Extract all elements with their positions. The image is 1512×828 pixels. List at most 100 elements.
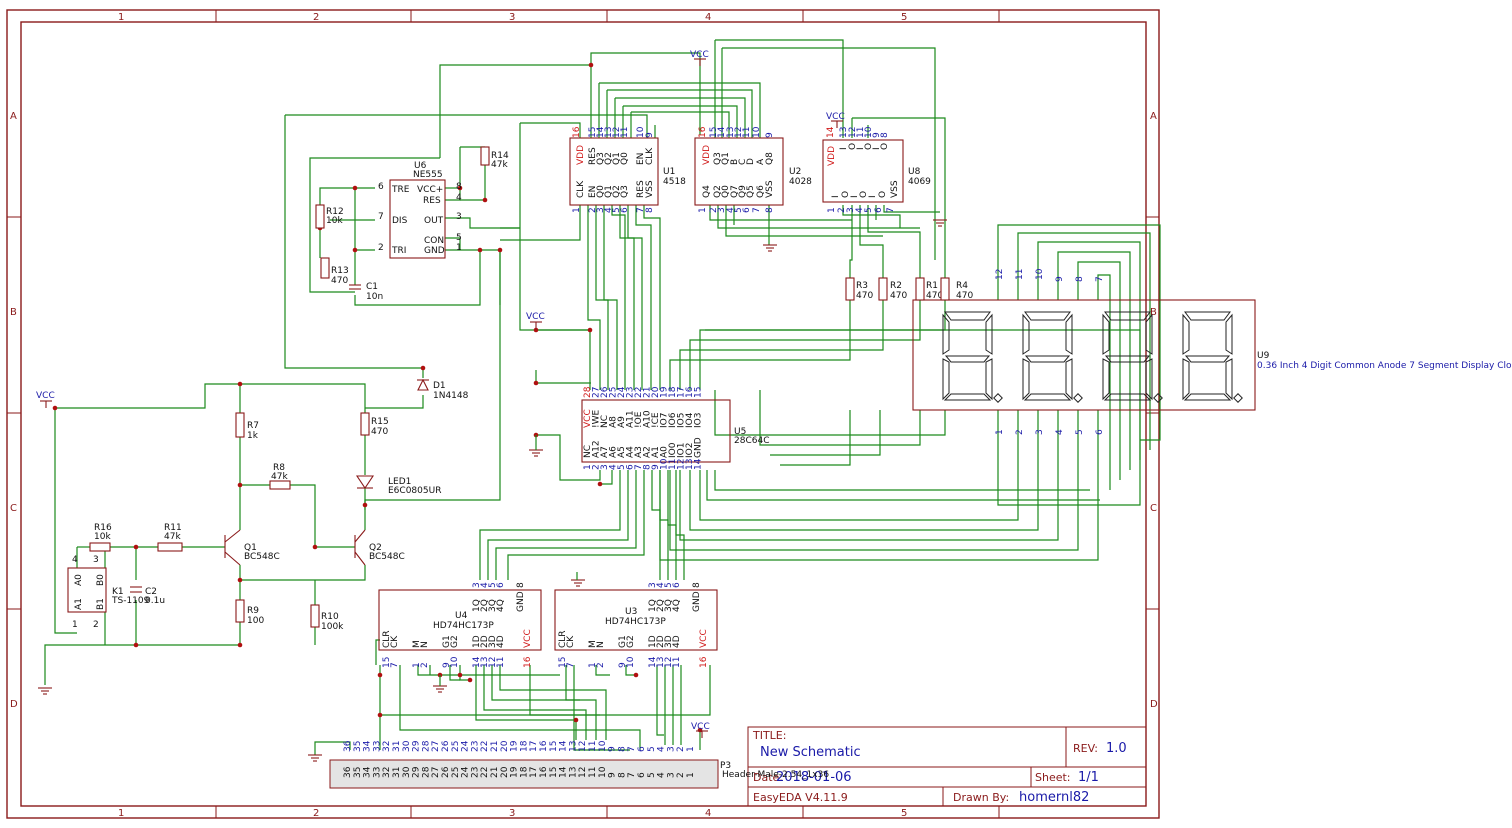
u2-pin: A	[756, 158, 766, 165]
seven-segment-digit-1	[942, 311, 1003, 403]
u8-ref: U8	[908, 167, 921, 177]
p3-pin-label: 14	[559, 766, 569, 778]
u3-pin: N	[596, 641, 606, 648]
u1-pin-num: 3	[596, 207, 606, 213]
u2-pin: VDD	[702, 145, 712, 165]
resistor-r2: R2 470	[878, 277, 907, 301]
u4-pin: 4Q	[496, 599, 506, 612]
p3-pin-num: 30	[402, 740, 412, 752]
u4-pin: 3D	[488, 635, 498, 648]
u4-pin: N	[420, 641, 430, 648]
u6-pin-num: 7	[378, 212, 384, 222]
vcc-symbol: VCC	[691, 722, 710, 738]
u5-pin-num: 20	[651, 386, 661, 398]
u1-pin-num: 16	[572, 126, 582, 138]
led1-value: E6C0805UR	[388, 486, 441, 496]
u4-pin: 1Q	[472, 599, 482, 612]
u8-pin: O	[841, 191, 851, 198]
u5-pin: !WE	[592, 409, 602, 428]
u5-pin-num: 22	[634, 387, 644, 398]
p3-pin-num: 4	[657, 746, 667, 752]
u5-pin: A7	[600, 446, 610, 458]
u5-pin-num: 11	[668, 459, 678, 470]
u3-pin-num: 6	[672, 582, 682, 588]
p3-pin-num: 29	[412, 740, 422, 752]
u4-ref: U4	[455, 611, 468, 621]
u5-pin: A12	[592, 440, 602, 458]
u9-pin-num: 4	[1055, 429, 1065, 435]
r15-ref: R15	[371, 417, 389, 427]
u8-pin: I	[856, 147, 866, 150]
u5-pin: IO6	[668, 412, 678, 428]
u1-pin-num: 9	[645, 132, 655, 138]
u9-pin-num: 5	[1075, 429, 1085, 435]
title-block: TITLE: New Schematic REV: 1.0 Date: 2018…	[747, 726, 1147, 807]
col-number: 2	[313, 808, 319, 819]
r13-value: 470	[331, 276, 348, 286]
sheet-value: 1/1	[1078, 770, 1099, 785]
p3-pin-num: 31	[392, 741, 402, 752]
u4-pin: G2	[450, 635, 460, 648]
vcc-symbol: VCC	[526, 312, 545, 330]
u6-pin-tri: TRI	[391, 246, 406, 256]
u3-pin-num: 8	[692, 582, 702, 588]
u2-pin-num: 7	[752, 207, 762, 213]
u5-value: 28C64C	[734, 436, 769, 446]
date-value: 2018-01-06	[776, 770, 852, 785]
u5-pin: IO5	[677, 413, 687, 428]
u5-pin: A1	[651, 446, 661, 458]
u1-pin: CLK	[576, 180, 586, 198]
p3-pin-num: 25	[451, 741, 461, 752]
u4-pin: 2Q	[480, 599, 490, 612]
u3-pin-num: 2	[596, 662, 606, 668]
col-number: 3	[509, 12, 515, 23]
u1-pin-num: 15	[588, 127, 598, 138]
resistor-r1: R1 470	[915, 277, 943, 301]
u9-bottom-pin-numbers: 1 2 3 4 5 6	[995, 429, 1105, 435]
u3-pin: M	[588, 640, 598, 648]
p3-pin-num: 18	[519, 740, 529, 752]
u8-pin: I	[872, 147, 882, 150]
u5-pin: A3	[634, 446, 644, 458]
r10-value: 100k	[321, 622, 344, 632]
u5-pin-num: 14	[694, 458, 704, 470]
u5-pin-num: 25	[609, 387, 619, 398]
u8-pin-num: 13	[839, 127, 849, 138]
u3-pin-num: 1	[588, 662, 598, 668]
p3-pin-label: 2	[676, 772, 686, 778]
u4-pin-num: 14	[472, 656, 482, 668]
u9-pin-num: 11	[1015, 269, 1025, 280]
p3-pin-num: 11	[588, 741, 598, 752]
resistor-r12: R12 10k	[315, 204, 344, 229]
u5-pin: A5	[617, 446, 627, 458]
u9-ref: U9	[1257, 351, 1270, 361]
u5-pin-num: 17	[677, 387, 687, 398]
u8-pin-num: 12	[848, 127, 858, 138]
c1-ref: C1	[366, 282, 378, 292]
u3-pin: GND	[692, 591, 702, 612]
u3-pin: VCC	[699, 629, 709, 648]
u2-pin: C	[738, 159, 748, 165]
u8-pin: I	[850, 195, 860, 198]
col-number: 5	[901, 808, 907, 819]
sheet-label: Sheet:	[1035, 771, 1071, 784]
k1-pin: A1	[74, 598, 84, 610]
transistor-q2: Q2 BC548C	[354, 529, 405, 566]
u6-ref: U6	[414, 161, 427, 171]
p3-pin-num: 24	[461, 740, 471, 752]
u4-pin: GND	[516, 591, 526, 612]
u5-pin: A6	[609, 446, 619, 458]
header-p3: P3 Header-Male-2.54_1x36	[329, 759, 829, 789]
u4-pin: CLR	[382, 630, 392, 648]
p3-ref: P3	[720, 761, 731, 771]
p3-pin-num: 1	[686, 746, 696, 752]
c2-value: 0.1u	[145, 596, 165, 606]
u1-pin: Q2	[604, 152, 614, 165]
p3-pin-num: 16	[539, 740, 549, 752]
u8-pin: VDD	[827, 146, 837, 166]
row-letter: C	[1150, 503, 1157, 514]
u5-pin-num: 21	[643, 387, 653, 398]
u8-pin-num: 10	[864, 126, 874, 138]
p3-pin-label: 31	[392, 767, 402, 778]
